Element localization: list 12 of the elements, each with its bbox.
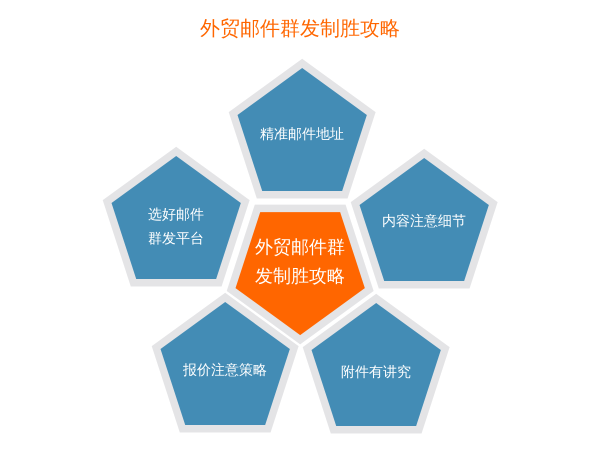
pentagon [302,293,450,434]
label: 内容注意细节 [382,212,466,232]
pentagon [102,146,250,288]
label: 选好邮件群发平台 [146,206,205,249]
pentagon [228,58,376,200]
pentagon [350,148,498,290]
label: 报价注意策略 [182,362,267,380]
title: 外贸邮件群发制胜攻略 [200,15,400,41]
label: 外贸邮件群发制胜攻略 [254,236,346,289]
label: 附件有讲究 [340,364,411,382]
pentagon [150,292,300,434]
label: 精准邮件地址 [260,126,344,144]
